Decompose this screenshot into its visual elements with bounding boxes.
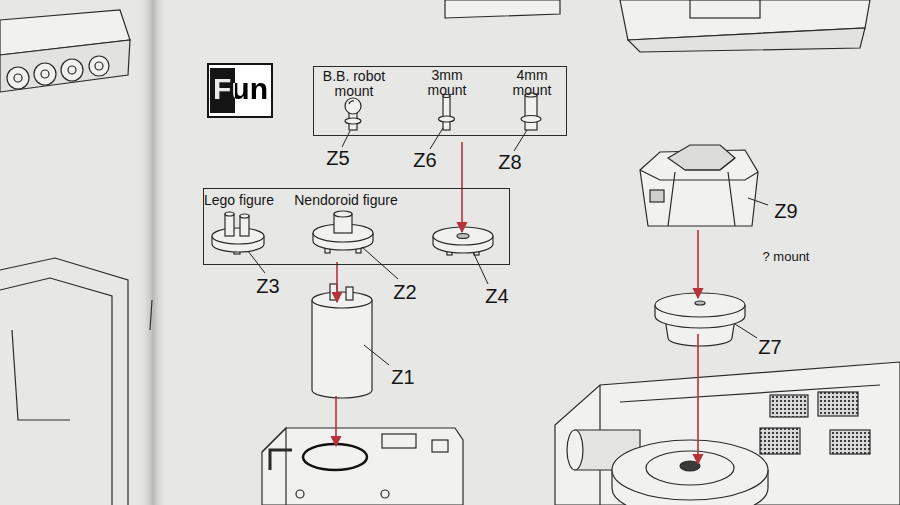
assembly-arrows [336,142,698,464]
part-caption: 4mm mount [507,68,557,97]
page-fold [138,0,168,505]
part-number: Z2 [393,282,416,302]
tank-illustration [555,362,900,505]
pin-mount-part [439,95,455,131]
part-caption: Nendoroid figure [281,193,411,208]
step-badge: Fun [207,63,273,118]
mount-note: ? mount [763,250,810,263]
figure-options-box: Lego figureNendoroid figure [203,188,510,265]
part-number: Z3 [256,276,279,296]
hull-illustration [262,428,463,505]
ball-mount-part [345,98,361,130]
mount-base-part [433,227,493,255]
mount-options-box: B.B. robot mount 3mm mount 4mm mount [313,66,567,136]
nendoroid-adapter-part [313,211,373,253]
tank-fragment [445,0,870,52]
part-number: Z9 [774,201,797,221]
part-number: Z7 [758,337,781,357]
turret-part [640,145,758,226]
lego-adapter-part [212,212,264,254]
leader-lines [248,128,768,365]
hull-box-fragment [0,258,128,505]
part-number: Z5 [326,148,349,168]
part-number: Z1 [391,367,414,387]
part-caption: 3mm mount [422,68,472,97]
step-title: Fun [213,74,268,104]
part-number: Z4 [485,286,508,306]
fold-mark [150,300,152,330]
part-caption: Lego figure [199,193,279,208]
pin-mount-part [521,93,541,130]
part-number: Z8 [498,152,521,172]
turret-ring-part [655,293,745,346]
part-number: Z6 [413,150,436,170]
tank-fragment [0,10,130,92]
column-part [312,284,372,398]
part-caption: B.B. robot mount [314,69,394,98]
